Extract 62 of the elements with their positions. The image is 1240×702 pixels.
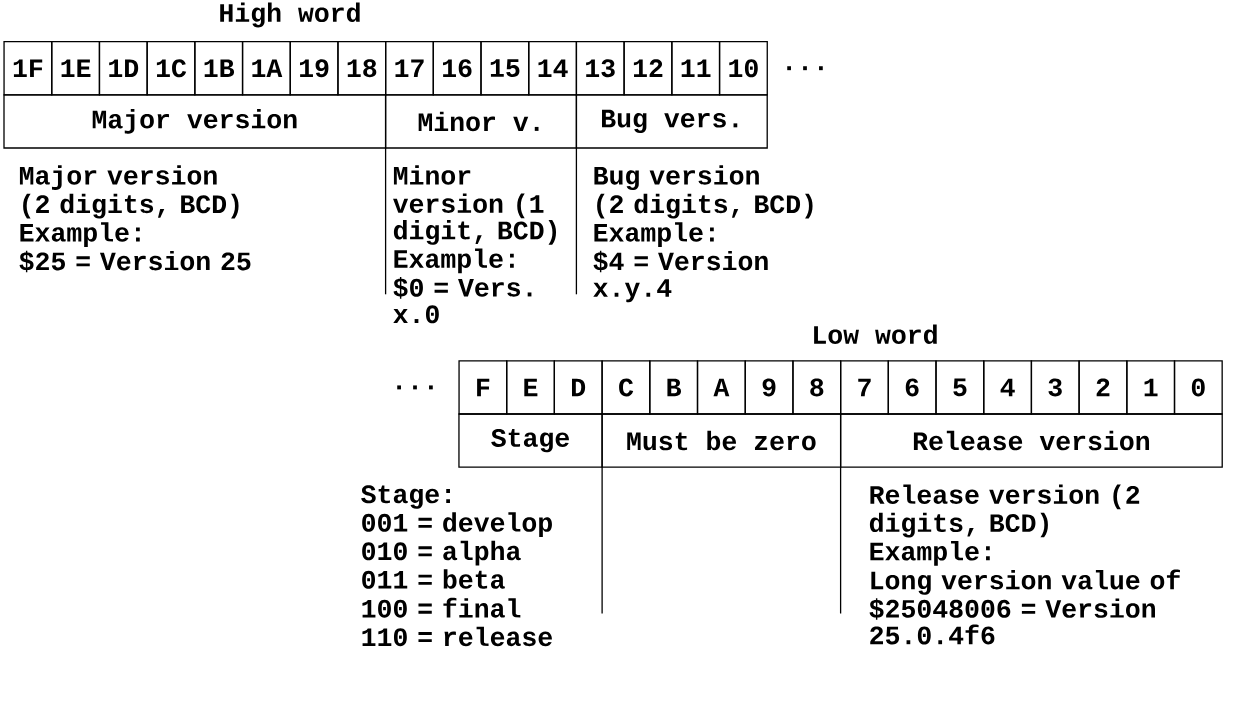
- bit-cell: 7: [840, 360, 889, 415]
- bit-cell: C: [601, 360, 651, 415]
- description-text: Long version value of $25048006 = Version 25.0.4f6: [869, 569, 1180, 645]
- field-box: Stage: [458, 413, 603, 468]
- bit-cell: 8: [792, 360, 842, 415]
- description-text: Minor version (1 digit, BCD): [393, 165, 557, 245]
- description-text: (2 digits, BCD): [23, 193, 239, 219]
- bit-cell: 1C: [146, 40, 196, 96]
- bit-cell: 19: [289, 40, 339, 96]
- bit-cell: 18: [337, 40, 387, 96]
- description-text: 100 = final: [362, 597, 521, 618]
- bit-cell: 6: [887, 360, 937, 415]
- bit-cell: B: [649, 360, 699, 415]
- description-text: Example:: [870, 541, 990, 566]
- heading-text: High word: [220, 2, 360, 28]
- bit-cell: F: [458, 360, 508, 415]
- field-box: Major version: [3, 94, 387, 149]
- bit-cell: 4: [983, 360, 1033, 415]
- description-text: 010 = alpha: [362, 540, 521, 566]
- field-box: Minor v.: [384, 94, 578, 149]
- bit-cell: 1D: [98, 40, 148, 96]
- description-text: Example:: [594, 222, 714, 247]
- description-text: 011 = beta: [362, 569, 505, 589]
- description-text: $25 = Version 25: [19, 250, 251, 273]
- bit-cell: 14: [528, 40, 578, 96]
- bit-cell: 3: [1030, 360, 1080, 415]
- field-box: Release version: [839, 413, 1223, 468]
- field-box: Must be zero: [601, 413, 842, 468]
- bit-cell: A: [696, 360, 746, 415]
- description-text: $0 = Vers. x.0: [393, 277, 532, 324]
- field-box: Bug vers.: [575, 94, 768, 149]
- bit-cell: 1F: [3, 40, 53, 96]
- description-text: (2 digits, BCD): [597, 193, 813, 219]
- description-text: Release version (2 digits, BCD): [869, 484, 1140, 538]
- heading-text: ...: [787, 66, 823, 71]
- bit-cell: 9: [744, 360, 794, 415]
- heading-text: ...: [397, 385, 433, 390]
- bit-cell: 1: [1126, 360, 1176, 415]
- description-text: Example:: [394, 248, 514, 274]
- bit-cell: 1E: [51, 40, 101, 96]
- bit-cell: D: [553, 360, 603, 415]
- bit-cell: 1B: [194, 40, 244, 96]
- description-text: Example:: [20, 222, 140, 247]
- bit-cell: 16: [432, 40, 482, 96]
- bit-cell: 17: [385, 40, 434, 96]
- description-text: Major version: [19, 165, 217, 190]
- bit-cell: E: [506, 360, 555, 415]
- description-text: 110 = release: [362, 626, 552, 647]
- bit-cell: 2: [1078, 360, 1128, 415]
- bit-cell: 5: [935, 360, 985, 415]
- description-text: Stage:: [361, 485, 450, 509]
- bit-cell: 0: [1173, 360, 1223, 415]
- bit-cell: 15: [480, 40, 530, 96]
- heading-text: Low word: [814, 324, 937, 344]
- description-text: $4 = Version x.y.4: [593, 250, 768, 303]
- bit-cell: 13: [575, 40, 625, 96]
- bit-cell: 10: [718, 40, 768, 96]
- description-text: 001 = develop: [362, 512, 552, 538]
- description-text: Bug version: [594, 165, 759, 191]
- bit-cell: 12: [623, 40, 673, 96]
- bit-cell: 1A: [241, 40, 291, 96]
- bit-cell: 11: [671, 40, 721, 96]
